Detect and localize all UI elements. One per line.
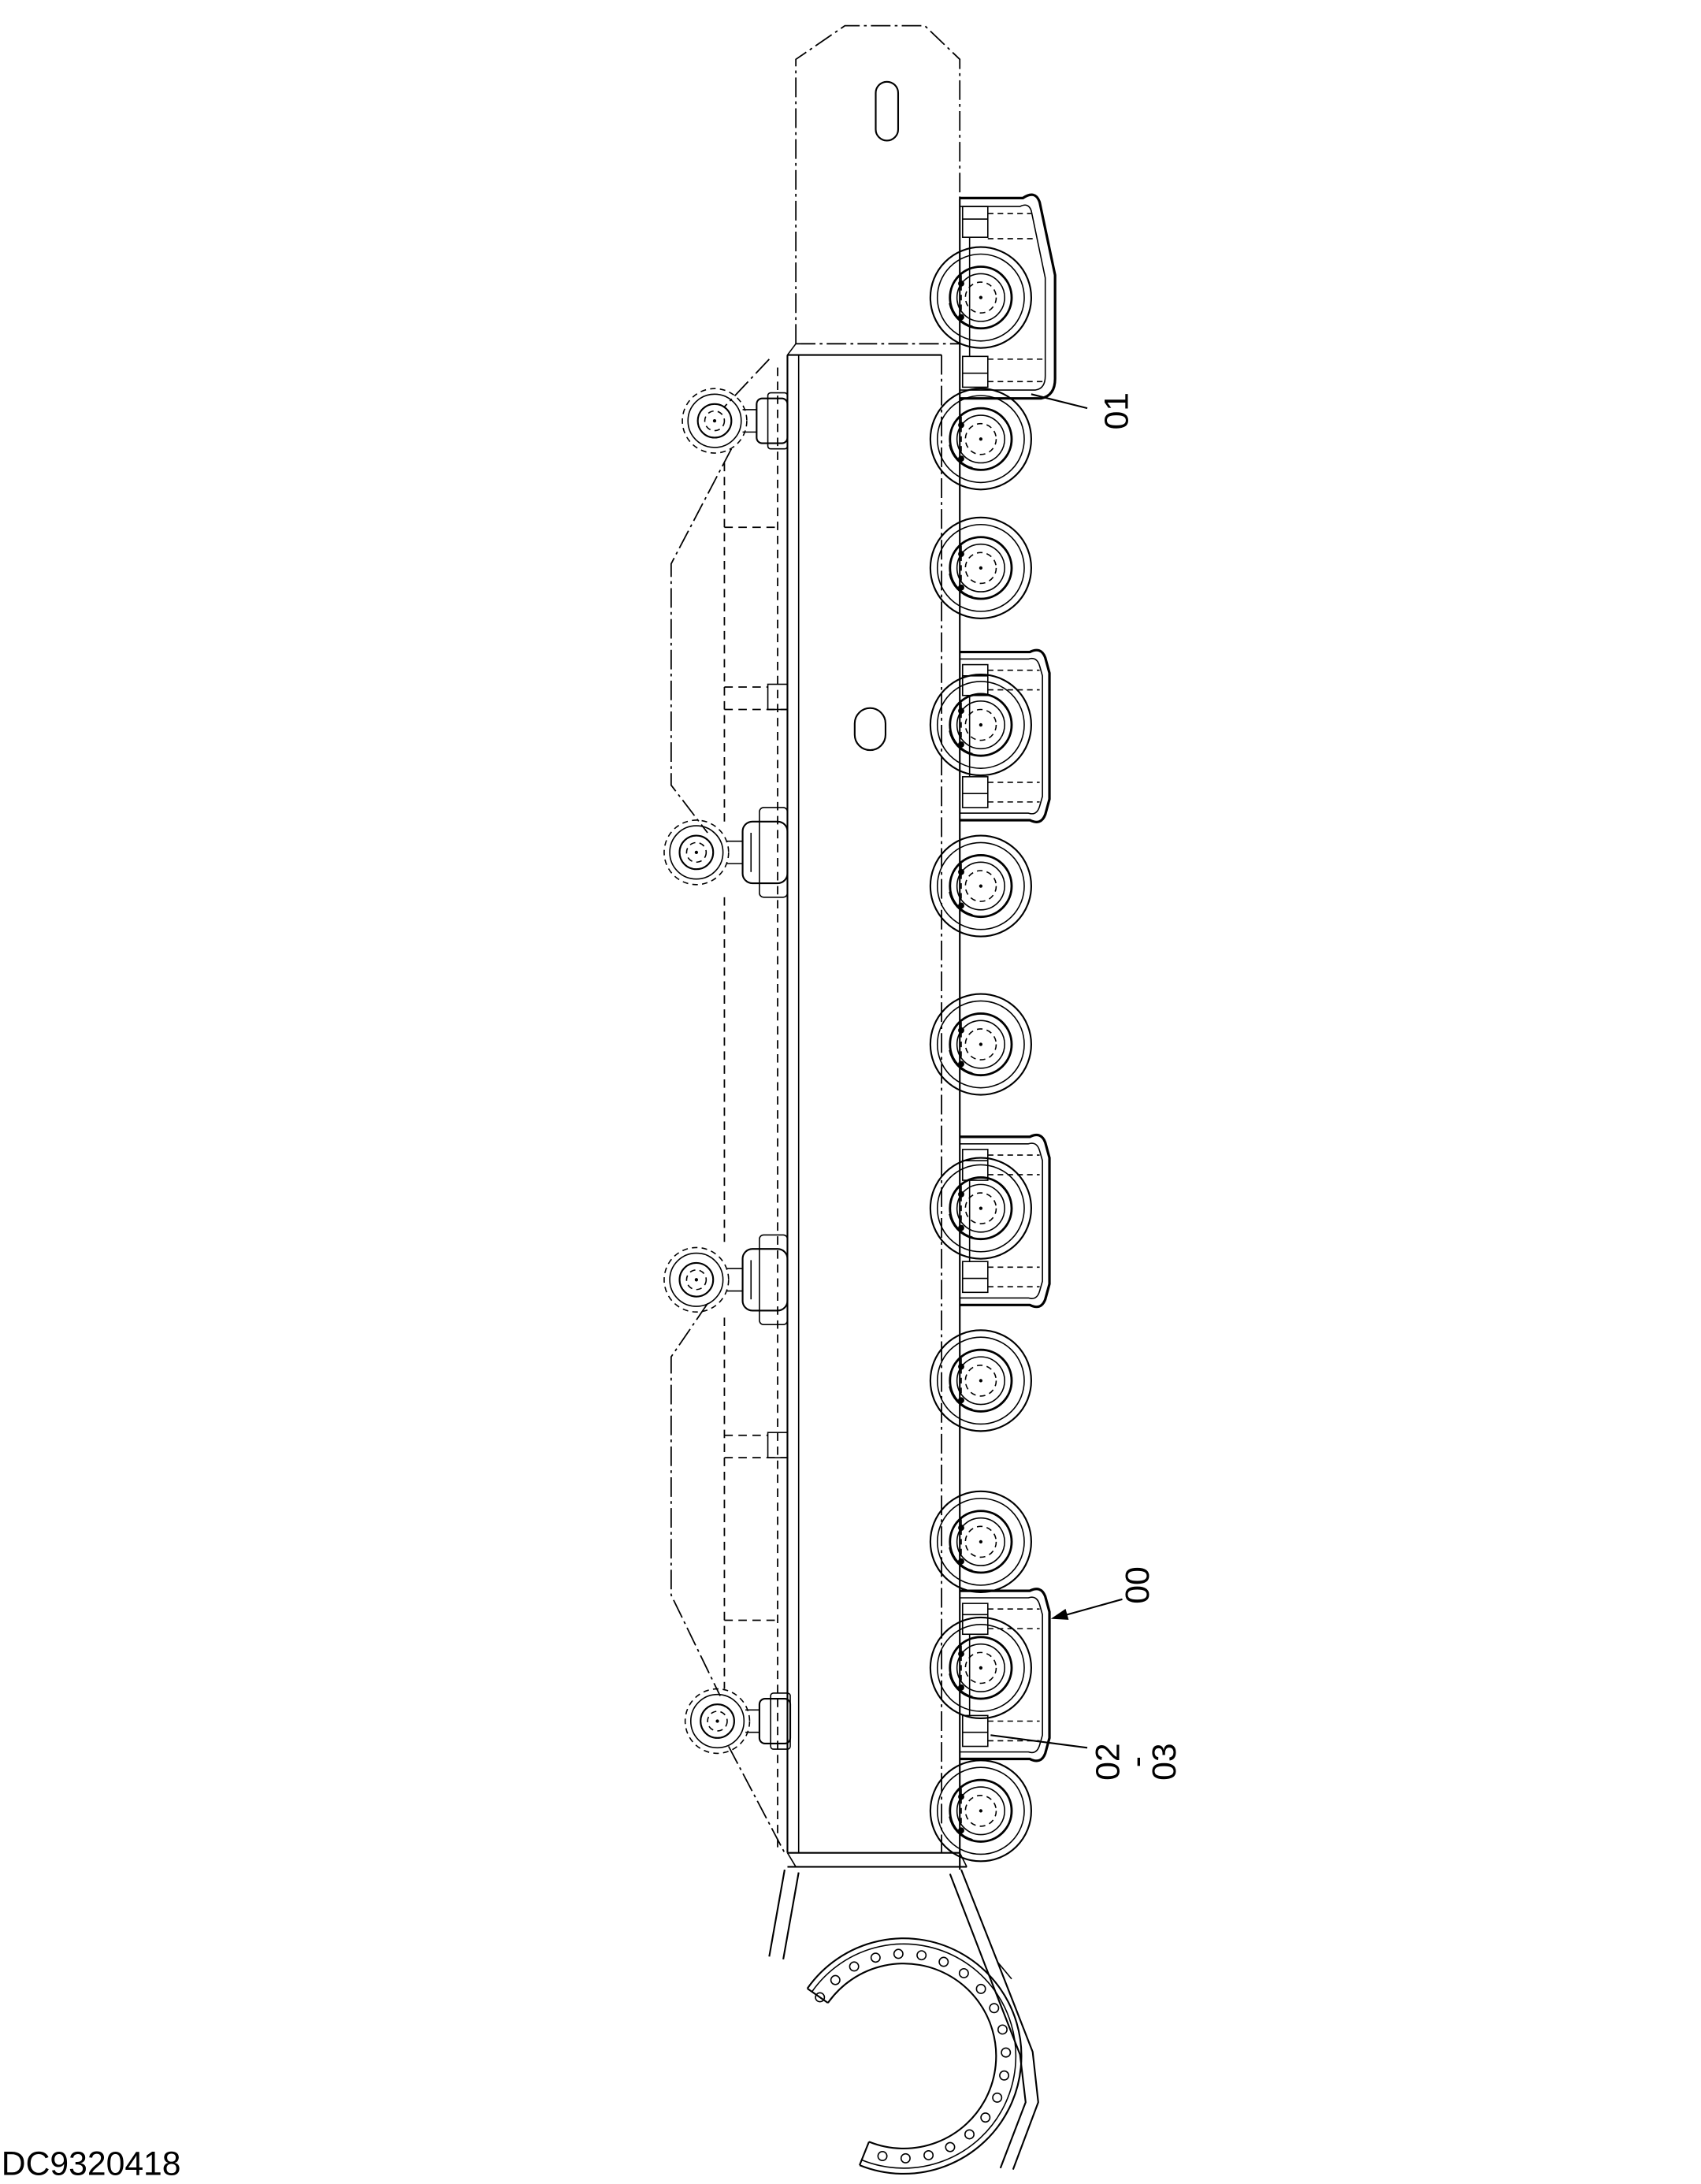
track-roller bbox=[929, 834, 1033, 938]
track-roller bbox=[929, 1616, 1033, 1720]
track-roller-guards bbox=[958, 193, 1057, 1762]
carrier-roller-bracket bbox=[745, 1692, 792, 1751]
track-frame bbox=[786, 24, 967, 1870]
frame-upper-nose bbox=[795, 24, 961, 344]
carrier-roller bbox=[663, 806, 789, 898]
track-roller bbox=[929, 1490, 1033, 1594]
carrier-roller-bracket bbox=[741, 392, 789, 450]
front-idler bbox=[768, 1869, 1039, 2175]
track-roller bbox=[929, 516, 1033, 620]
callouts: 01 00 02 - 03 bbox=[990, 392, 1183, 1781]
carrier-roller bbox=[663, 1234, 789, 1326]
track-roller-guard bbox=[960, 193, 1057, 400]
track-roller bbox=[929, 1759, 1033, 1863]
callout-01-label: 01 bbox=[1097, 392, 1135, 429]
idler-bolt-circle bbox=[815, 1948, 1012, 2164]
track-rollers bbox=[929, 246, 1033, 1863]
carrier-rollers bbox=[663, 388, 792, 1755]
carrier-roller-bracket bbox=[726, 1234, 789, 1326]
track-roller bbox=[929, 992, 1033, 1097]
idler-inner-rim bbox=[826, 1963, 997, 2150]
track-roller-guard bbox=[958, 1133, 1051, 1309]
callout-03-label: 03 bbox=[1146, 1743, 1183, 1780]
callout-00-label: 00 bbox=[1119, 1566, 1157, 1603]
track-roller bbox=[929, 246, 1033, 350]
track-roller-guard bbox=[958, 1588, 1051, 1762]
callout-02-03-leader bbox=[990, 1734, 1088, 1749]
callout-00-arrow bbox=[1061, 1598, 1123, 1618]
drawing-number: DC9320418 bbox=[2, 2145, 181, 2183]
callout-01-leader bbox=[1031, 393, 1088, 410]
track-roller-guard bbox=[958, 648, 1051, 823]
track-roller bbox=[929, 1156, 1033, 1261]
callout-02-label: 02 bbox=[1090, 1743, 1127, 1780]
frame-upper-slot bbox=[875, 80, 900, 142]
track-roller bbox=[929, 387, 1033, 491]
frame-hidden-lines bbox=[723, 367, 789, 1848]
idler-outer-rim bbox=[806, 1937, 1023, 2175]
carrier-roller bbox=[682, 388, 789, 455]
carrier-roller-bracket bbox=[726, 806, 789, 898]
carrier-roller bbox=[684, 1688, 792, 1755]
callout-00-arrowhead bbox=[1050, 1609, 1069, 1620]
track-roller bbox=[929, 673, 1033, 777]
track-chain-phantom bbox=[670, 358, 786, 1854]
track-roller bbox=[929, 1328, 1033, 1432]
frame-center-slot bbox=[853, 707, 887, 752]
callout-range-separator: - bbox=[1117, 1756, 1155, 1767]
